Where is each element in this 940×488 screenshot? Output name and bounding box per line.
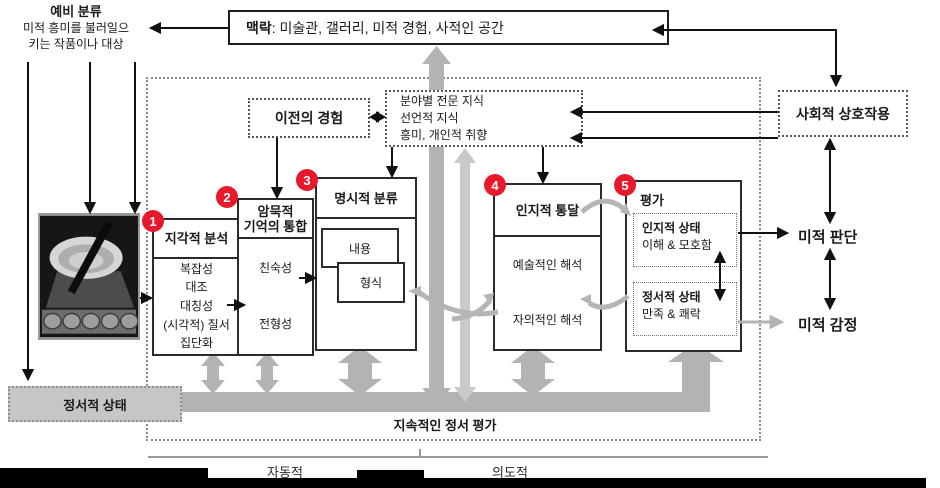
arrow-to-affective-state — [21, 62, 35, 382]
bottom-black-bar — [357, 470, 424, 478]
form-box: 형식 — [337, 262, 405, 303]
stage5-evaluation-box: 평가 인지적 상태 이해 & 모호함 정서적 상태 만족 & 쾌락 — [625, 180, 742, 352]
double-arrow-social-judgment — [823, 137, 837, 225]
knowledge-box: 분야별 전문 지식 선언적 지식 흥미, 개인적 취향 — [385, 90, 583, 147]
content-label: 내용 — [348, 241, 372, 256]
bottom-black-bar — [0, 468, 208, 478]
knife-shape — [67, 221, 114, 295]
context-label-bold: 맥락 — [246, 19, 272, 36]
automatic-label: 자동적 — [267, 465, 303, 480]
stage3-title: 명시적 분류 — [317, 179, 415, 219]
stage2-implicit-memory-box: 암묵적 기억의 통합 친숙성 전형성 — [237, 198, 314, 356]
stage3-number-badge: 3 — [296, 169, 318, 191]
double-arrow-judgment-emotion — [823, 247, 837, 311]
knowledge-line2: 선언적 지식 — [400, 111, 459, 125]
stage5-title: 평가 — [640, 193, 664, 208]
social-interaction-label: 사회적 상호작용 — [795, 105, 891, 122]
stage4-number-badge: 4 — [484, 174, 506, 196]
cognitive-state-desc: 이해 & 모호함 — [642, 238, 712, 252]
arrow-context-to-preclassification — [148, 21, 228, 35]
aesthetic-judgment-label: 미적 판단 — [798, 229, 858, 246]
bread-rolls — [43, 312, 138, 330]
stage2-title-line2: 기억의 통합 — [243, 218, 308, 234]
preliminary-title: 예비 분류 — [50, 4, 102, 19]
list-item: 예술적인 해석 — [512, 258, 583, 272]
cognitive-state-title: 인지적 상태 — [642, 221, 701, 235]
list-item: 자의적인 해석 — [512, 313, 583, 327]
affective-state-title: 정서적 상태 — [642, 290, 701, 304]
affective-state-label: 정서적 상태 — [63, 397, 127, 413]
stage5-number-badge: 5 — [614, 174, 636, 196]
affective-state-subbox: 정서적 상태 만족 & 쾌락 — [633, 282, 737, 336]
list-item: (시각적) 질서 — [163, 317, 230, 332]
stage1-title: 지각적 분석 — [154, 220, 239, 259]
affective-state-desc: 만족 & 쾌락 — [642, 307, 701, 321]
stage2-title-line1: 암묵적 — [257, 203, 294, 219]
stage4-cognitive-mastering-box: 인지적 통달 예술적인 해석 자의적인 해석 — [493, 183, 602, 351]
stage2-number-badge: 2 — [216, 186, 238, 208]
list-item: 대조 — [185, 280, 208, 295]
automatic-deliberate-axis — [148, 449, 768, 458]
preliminary-line2: 키는 작품이나 대상 — [28, 37, 124, 51]
previous-experience-box: 이전의 경험 — [248, 98, 370, 138]
list-item: 복잡성 — [179, 261, 214, 276]
preliminary-classification-label: 예비 분류 미적 흥미를 불러일으 키는 작품이나 대상 — [0, 4, 152, 52]
stage1-number-badge: 1 — [142, 210, 164, 232]
continuous-evaluation-label: 지속적인 정서 평가 — [393, 418, 497, 433]
previous-experience-label: 이전의 경험 — [274, 110, 344, 126]
form-label: 형식 — [359, 276, 383, 290]
bottom-black-bar — [0, 478, 926, 488]
deliberate-label: 의도적 — [492, 465, 528, 480]
context-box: 맥락 : 미술관, 갤러리, 미적 경험, 사적인 공간 — [228, 10, 669, 45]
aesthetic-emotion-label: 미적 감정 — [798, 317, 858, 334]
arrow-preclass-to-artwork-right — [128, 62, 142, 215]
stage4-items: 예술적인 해석 자의적인 해석 — [495, 237, 600, 347]
list-item: 친숙성 — [258, 260, 293, 275]
arrow-preclass-to-artwork-left — [83, 62, 97, 215]
preliminary-line1: 미적 흥미를 불러일으 — [22, 21, 130, 35]
stage1-perceptual-analysis-box: 지각적 분석 복잡성 대조 대칭성 (시각적) 질서 집단화 — [152, 218, 241, 356]
knowledge-line1: 분야별 전문 지식 — [400, 94, 484, 108]
stage3-explicit-classification-box: 명시적 분류 내용 형식 — [315, 177, 417, 351]
list-item: 전형성 — [258, 317, 293, 332]
artwork-image — [38, 213, 140, 340]
model-container-frame — [146, 77, 761, 441]
stage2-title: 암묵적 기억의 통합 — [239, 200, 312, 239]
cognitive-state-subbox: 인지적 상태 이해 & 모호함 — [633, 213, 737, 267]
affective-state-box: 정서적 상태 — [8, 386, 182, 422]
stage2-items: 친숙성 전형성 — [239, 239, 312, 352]
list-item: 대칭성 — [179, 298, 214, 313]
knowledge-line3: 흥미, 개인적 취향 — [400, 128, 488, 142]
social-interaction-box: 사회적 상호작용 — [778, 90, 908, 137]
context-label-rest: : 미술관, 갤러리, 미적 경험, 사적인 공간 — [271, 19, 504, 36]
list-item: 집단화 — [179, 336, 214, 351]
stage4-title: 인지적 통달 — [495, 185, 600, 237]
up-arrowhead-icon — [422, 46, 451, 64]
stage1-items: 복잡성 대조 대칭성 (시각적) 질서 집단화 — [154, 259, 239, 352]
